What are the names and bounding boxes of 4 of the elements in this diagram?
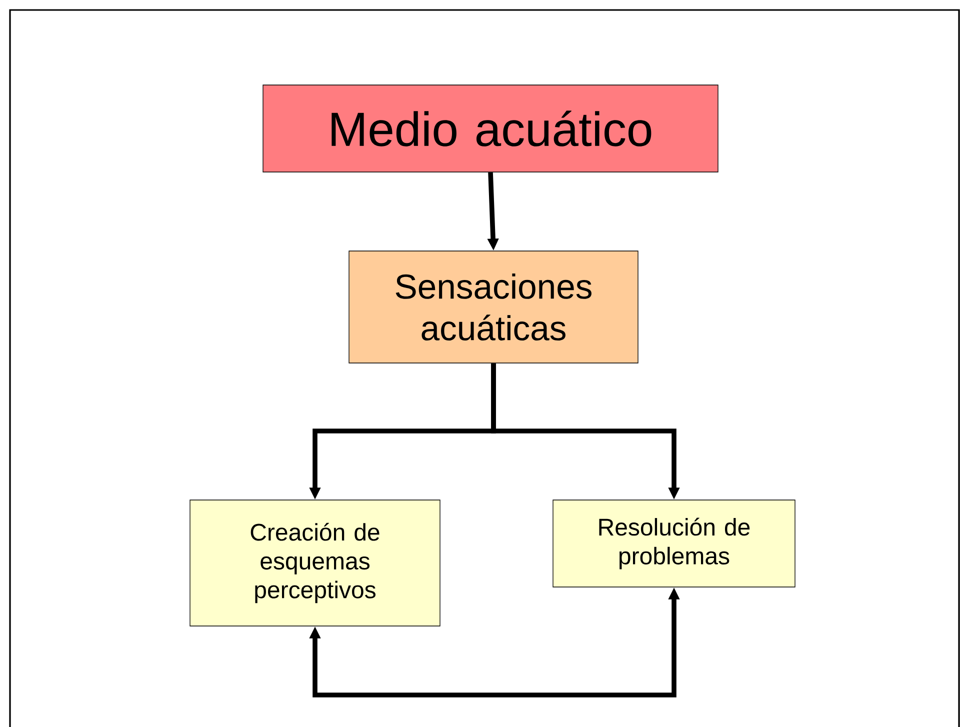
text-box: Creación de esquemas perceptivos	[190, 500, 440, 626]
text-box: Resolución de problemas	[552, 500, 796, 588]
text-box: Medio acuático	[262, 84, 718, 172]
text-box: Sensaciones acuáticas	[348, 250, 638, 364]
